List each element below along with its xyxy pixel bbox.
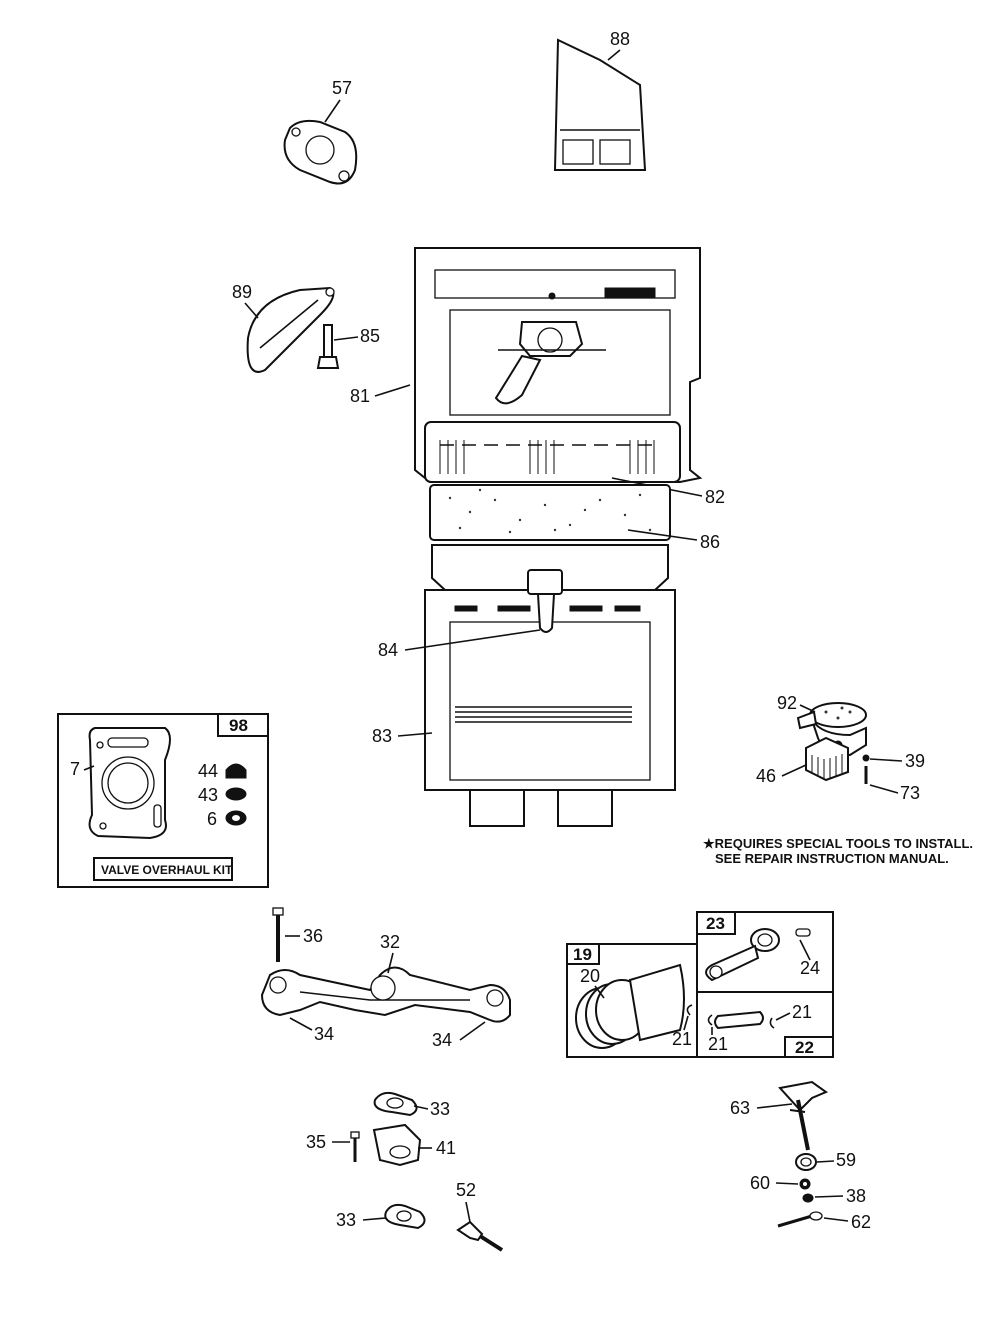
part-41-elbow	[372, 1123, 422, 1167]
label-38: 38	[846, 1186, 866, 1206]
part-88-panel	[553, 38, 647, 171]
label-46: 46	[756, 766, 776, 786]
label-33b: 33	[336, 1210, 356, 1230]
label-89: 89	[232, 282, 252, 302]
label-59: 59	[836, 1150, 856, 1170]
label-21c: 21	[708, 1034, 728, 1054]
part-22-piston-pin	[707, 1010, 775, 1030]
part-6-washer	[225, 810, 247, 826]
label-21a: 21	[672, 1029, 692, 1049]
label-22: 22	[795, 1038, 814, 1057]
kit-label-box	[93, 857, 233, 881]
note-line-1: ★REQUIRES SPECIAL TOOLS TO INSTALL.	[703, 836, 973, 851]
label-63: 63	[730, 1098, 750, 1118]
part-36-bolt	[272, 907, 284, 962]
label-52: 52	[456, 1180, 476, 1200]
label-33a: 33	[430, 1099, 450, 1119]
label-92: 92	[777, 693, 797, 713]
label-98: 98	[229, 716, 248, 735]
part-46-block	[805, 736, 849, 782]
part-84-knob	[527, 569, 563, 633]
part-60-washer	[799, 1178, 811, 1190]
label-82: 82	[705, 487, 725, 507]
part-89-bracket	[246, 286, 335, 373]
label-6: 6	[207, 809, 217, 829]
part-32-manifold	[260, 966, 511, 1023]
label-36: 36	[303, 926, 323, 946]
part-86-precleaner	[429, 484, 671, 541]
kit-label: VALVE OVERHAUL KIT	[101, 863, 233, 877]
label-60: 60	[750, 1173, 770, 1193]
part-7-head-gasket	[88, 727, 171, 840]
part-57-gasket	[283, 119, 358, 185]
note-line-2: SEE REPAIR INSTRUCTION MANUAL.	[715, 851, 949, 866]
part-38-ring	[802, 1193, 814, 1203]
label-81: 81	[350, 386, 370, 406]
part-20-piston-rings	[575, 963, 685, 1049]
part-85-bolt	[316, 324, 340, 369]
label-83: 83	[372, 726, 392, 746]
part-21-clip-a	[686, 1004, 693, 1016]
label-62: 62	[851, 1212, 871, 1232]
label-73: 73	[900, 783, 920, 803]
label-88: 88	[610, 29, 630, 49]
part-33-gasket-upper	[373, 1091, 418, 1117]
label-84: 84	[378, 640, 398, 660]
label-34a: 34	[314, 1024, 334, 1044]
label-20: 20	[580, 966, 600, 986]
part-35-bolt	[350, 1131, 360, 1162]
part-33-gasket-lower	[384, 1203, 426, 1230]
label-7: 7	[70, 759, 80, 779]
part-23-connecting-rod	[705, 928, 780, 982]
label-43: 43	[198, 785, 218, 805]
part-39-washer	[862, 754, 870, 762]
label-44: 44	[198, 761, 218, 781]
label-57: 57	[332, 78, 352, 98]
part-59-seal	[795, 1153, 817, 1171]
part-63-shaft	[778, 1080, 829, 1151]
part-43-seal	[225, 787, 247, 801]
label-23: 23	[706, 914, 725, 933]
label-21b: 21	[792, 1002, 812, 1022]
part-62-pin	[777, 1211, 823, 1228]
part-44-cap	[225, 763, 247, 779]
part-82-filter	[424, 421, 681, 483]
label-86: 86	[700, 532, 720, 552]
label-35: 35	[306, 1132, 326, 1152]
part-52-spark-plug	[456, 1220, 504, 1252]
label-34b: 34	[432, 1030, 452, 1050]
label-32: 32	[380, 932, 400, 952]
label-39: 39	[905, 751, 925, 771]
part-24-screw	[795, 928, 811, 937]
label-19: 19	[573, 945, 592, 964]
label-24: 24	[800, 958, 820, 978]
label-41: 41	[436, 1138, 456, 1158]
label-85: 85	[360, 326, 380, 346]
